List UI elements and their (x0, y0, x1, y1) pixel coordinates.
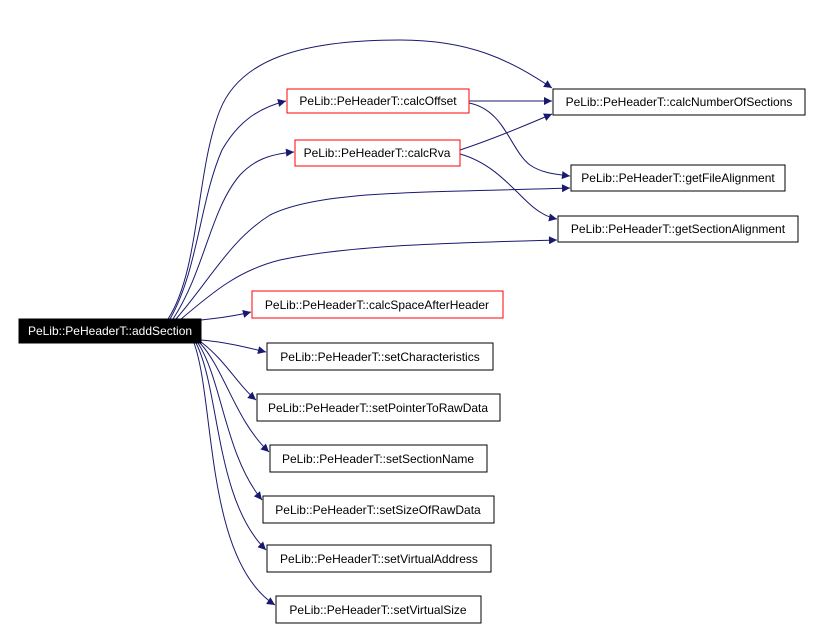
edge-addsection-to-setcharacteristics (200, 339, 267, 355)
node-calcspaceafterheader-box (251, 290, 504, 319)
node-calcnumberofsections[interactable]: PeLib::PeHeaderT::calcNumberOfSections (552, 88, 806, 116)
edge-addsection-to-setvirtualaddress (195, 342, 267, 551)
edge-addsection-to-calcoffset (169, 99, 287, 320)
node-calcrva-box (294, 139, 461, 167)
node-setcharacteristics-box (266, 342, 494, 371)
edge-addsection-to-getsectionalignment (179, 236, 558, 321)
node-setcharacteristics-label: PeLib::PeHeaderT::setCharacteristics (280, 350, 479, 364)
node-setpointertorawdata-box (256, 393, 501, 422)
edge-addsection-to-calcspaceafterheader (200, 310, 252, 321)
edge-addsection-to-setvirtualsize (193, 342, 276, 606)
node-calcrva[interactable]: PeLib::PeHeaderT::calcRva (294, 139, 461, 167)
node-setvirtualsize[interactable]: PeLib::PeHeaderT::setVirtualSize (275, 595, 482, 624)
edge-addsection-to-getfilealignment (175, 184, 571, 320)
edge-addsection-to-calcrva (172, 148, 295, 320)
node-setsectionname-label: PeLib::PeHeaderT::setSectionName (282, 452, 474, 466)
edge-calcrva-to-calcnumberofsections (459, 113, 553, 151)
node-setpointertorawdata[interactable]: PeLib::PeHeaderT::setPointerToRawData (256, 393, 501, 422)
node-getsectionalignment[interactable]: PeLib::PeHeaderT::getSectionAlignment (557, 215, 799, 243)
node-setsizeofrawdata-label: PeLib::PeHeaderT::setSizeOfRawData (275, 503, 481, 517)
node-getfilealignment-label: PeLib::PeHeaderT::getFileAlignment (581, 171, 775, 185)
edge-addsection-to-setsectionname (199, 342, 270, 453)
edge-addsection-to-setpointertorawdata (200, 341, 257, 401)
node-addsection-box (18, 318, 202, 344)
node-calcspaceafterheader[interactable]: PeLib::PeHeaderT::calcSpaceAfterHeader (251, 290, 504, 319)
node-setsizeofrawdata-box (262, 495, 495, 524)
node-setpointertorawdata-label: PeLib::PeHeaderT::setPointerToRawData (268, 401, 488, 415)
node-calcspaceafterheader-label: PeLib::PeHeaderT::calcSpaceAfterHeader (265, 298, 489, 312)
node-calcrva-label: PeLib::PeHeaderT::calcRva (304, 146, 451, 160)
node-addsection[interactable]: PeLib::PeHeaderT::addSection (18, 318, 202, 344)
edge-addsection-to-calcnumberofsections (167, 39, 553, 320)
node-calcnumberofsections-label: PeLib::PeHeaderT::calcNumberOfSections (566, 95, 793, 109)
edge-addsection-to-setsizeofrawdata (197, 342, 263, 501)
edge-calcrva-to-getsectionalignment (459, 153, 558, 222)
node-calcoffset-label: PeLib::PeHeaderT::calcOffset (299, 94, 457, 108)
node-setsectionname-box (269, 444, 488, 473)
node-setvirtualsize-label: PeLib::PeHeaderT::setVirtualSize (289, 603, 467, 617)
node-calcoffset-box (286, 88, 470, 114)
node-setsectionname[interactable]: PeLib::PeHeaderT::setSectionName (269, 444, 488, 473)
node-setsizeofrawdata[interactable]: PeLib::PeHeaderT::setSizeOfRawData (262, 495, 495, 524)
node-setvirtualaddress-box (266, 544, 492, 573)
edge-calcoffset-to-getfilealignment (468, 102, 571, 180)
node-getsectionalignment-box (557, 215, 799, 243)
node-setvirtualaddress-label: PeLib::PeHeaderT::setVirtualAddress (280, 552, 478, 566)
node-getfilealignment-box (570, 164, 786, 192)
node-setvirtualaddress[interactable]: PeLib::PeHeaderT::setVirtualAddress (266, 544, 492, 573)
node-getfilealignment[interactable]: PeLib::PeHeaderT::getFileAlignment (570, 164, 786, 192)
node-addsection-label: PeLib::PeHeaderT::addSection (28, 324, 192, 338)
node-getsectionalignment-label: PeLib::PeHeaderT::getSectionAlignment (571, 222, 786, 236)
node-setcharacteristics[interactable]: PeLib::PeHeaderT::setCharacteristics (266, 342, 494, 371)
node-setvirtualsize-box (275, 595, 482, 624)
node-calcnumberofsections-box (552, 88, 806, 116)
node-calcoffset[interactable]: PeLib::PeHeaderT::calcOffset (286, 88, 470, 114)
